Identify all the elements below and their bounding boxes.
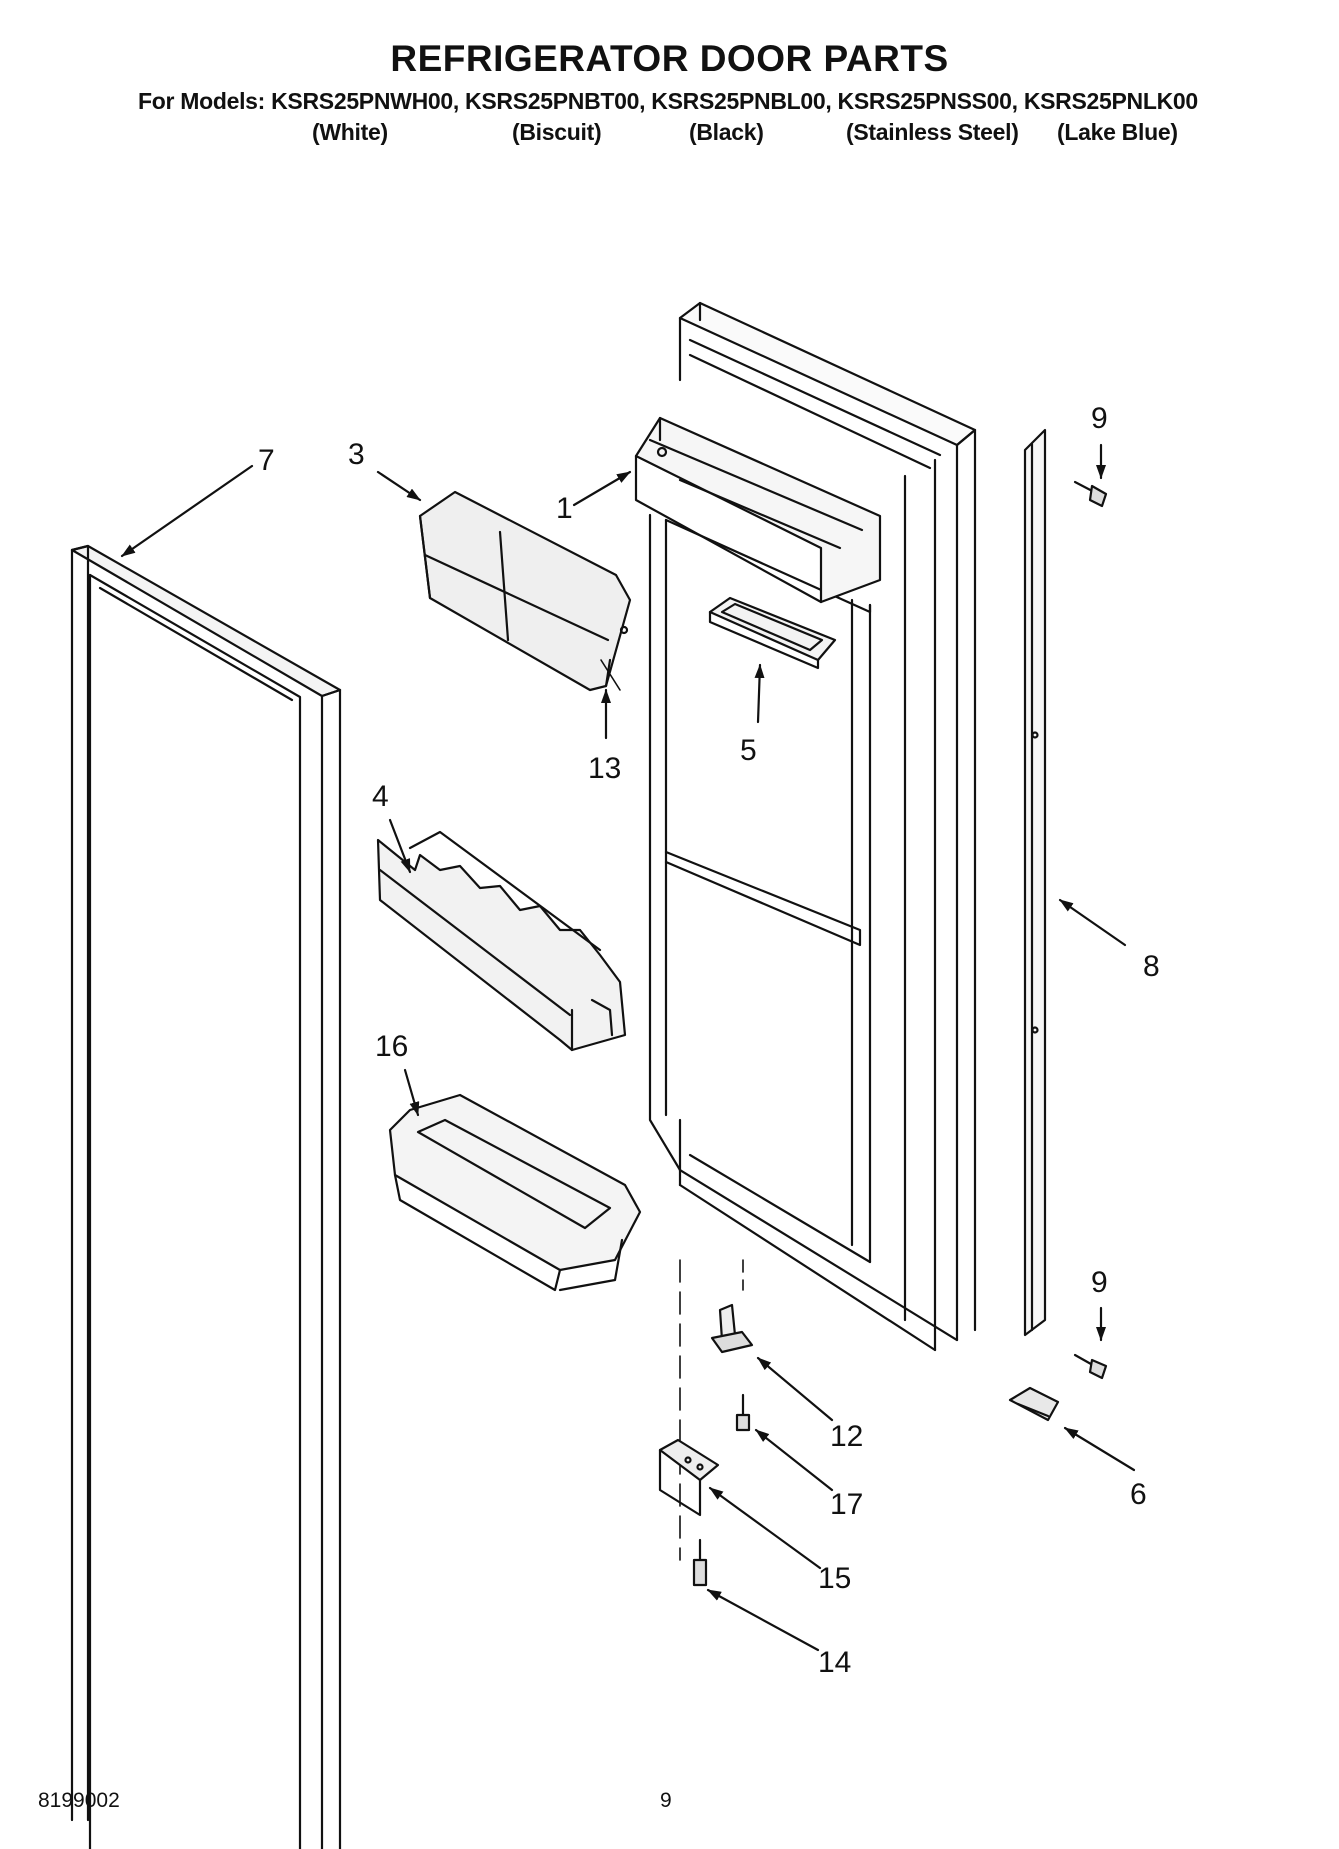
- callout-7: 7: [258, 444, 275, 477]
- callout-14: 14: [818, 1646, 851, 1679]
- variant-stainless-steel: (Stainless Steel): [846, 119, 1019, 145]
- callout-9-bottom: 9: [1091, 1266, 1108, 1299]
- variant-white: (White): [312, 119, 388, 145]
- callout-15: 15: [818, 1562, 851, 1595]
- variant-lake-blue: (Lake Blue): [1057, 119, 1178, 145]
- variant-black: (Black): [689, 119, 764, 145]
- callout-16: 16: [375, 1030, 408, 1063]
- door-trim-part: [1023, 428, 1047, 1337]
- callout-5: 5: [740, 734, 757, 767]
- trim-screw-bottom: [1073, 1353, 1108, 1380]
- door-bin-part: [388, 1093, 642, 1292]
- door-gasket-part: [70, 544, 342, 1849]
- hinge-pin-part: [710, 1303, 754, 1354]
- callout-1: 1: [556, 492, 573, 525]
- models-line: For Models: KSRS25PNWH00, KSRS25PNBT00, …: [138, 88, 1198, 114]
- hinge-bracket-part: [658, 1438, 720, 1517]
- hinge-cap-part: [1008, 1386, 1060, 1422]
- trim-screw-top: [1073, 480, 1108, 508]
- refrigerator-door: [648, 301, 977, 1561]
- bottle-bin-part: [376, 830, 627, 1052]
- callout-12: 12: [830, 1420, 863, 1453]
- variant-biscuit: (Biscuit): [512, 119, 602, 145]
- dairy-door-part: [418, 490, 632, 692]
- callout-13: 13: [588, 752, 621, 785]
- callout-8: 8: [1143, 950, 1160, 983]
- page-number: 9: [660, 1789, 672, 1812]
- callout-6: 6: [1130, 1478, 1147, 1511]
- dairy-housing-part: [634, 416, 882, 604]
- callout-17: 17: [830, 1488, 863, 1521]
- callout-3: 3: [348, 438, 365, 471]
- hinge-screw-part: [735, 1393, 751, 1432]
- bracket-screw-part: [692, 1538, 708, 1587]
- doc-number: 8199002: [38, 1789, 120, 1812]
- small-tray-part: [708, 596, 837, 670]
- callout-4: 4: [372, 780, 389, 813]
- page-title: REFRIGERATOR DOOR PARTS: [390, 38, 949, 79]
- callout-9-top: 9: [1091, 402, 1108, 435]
